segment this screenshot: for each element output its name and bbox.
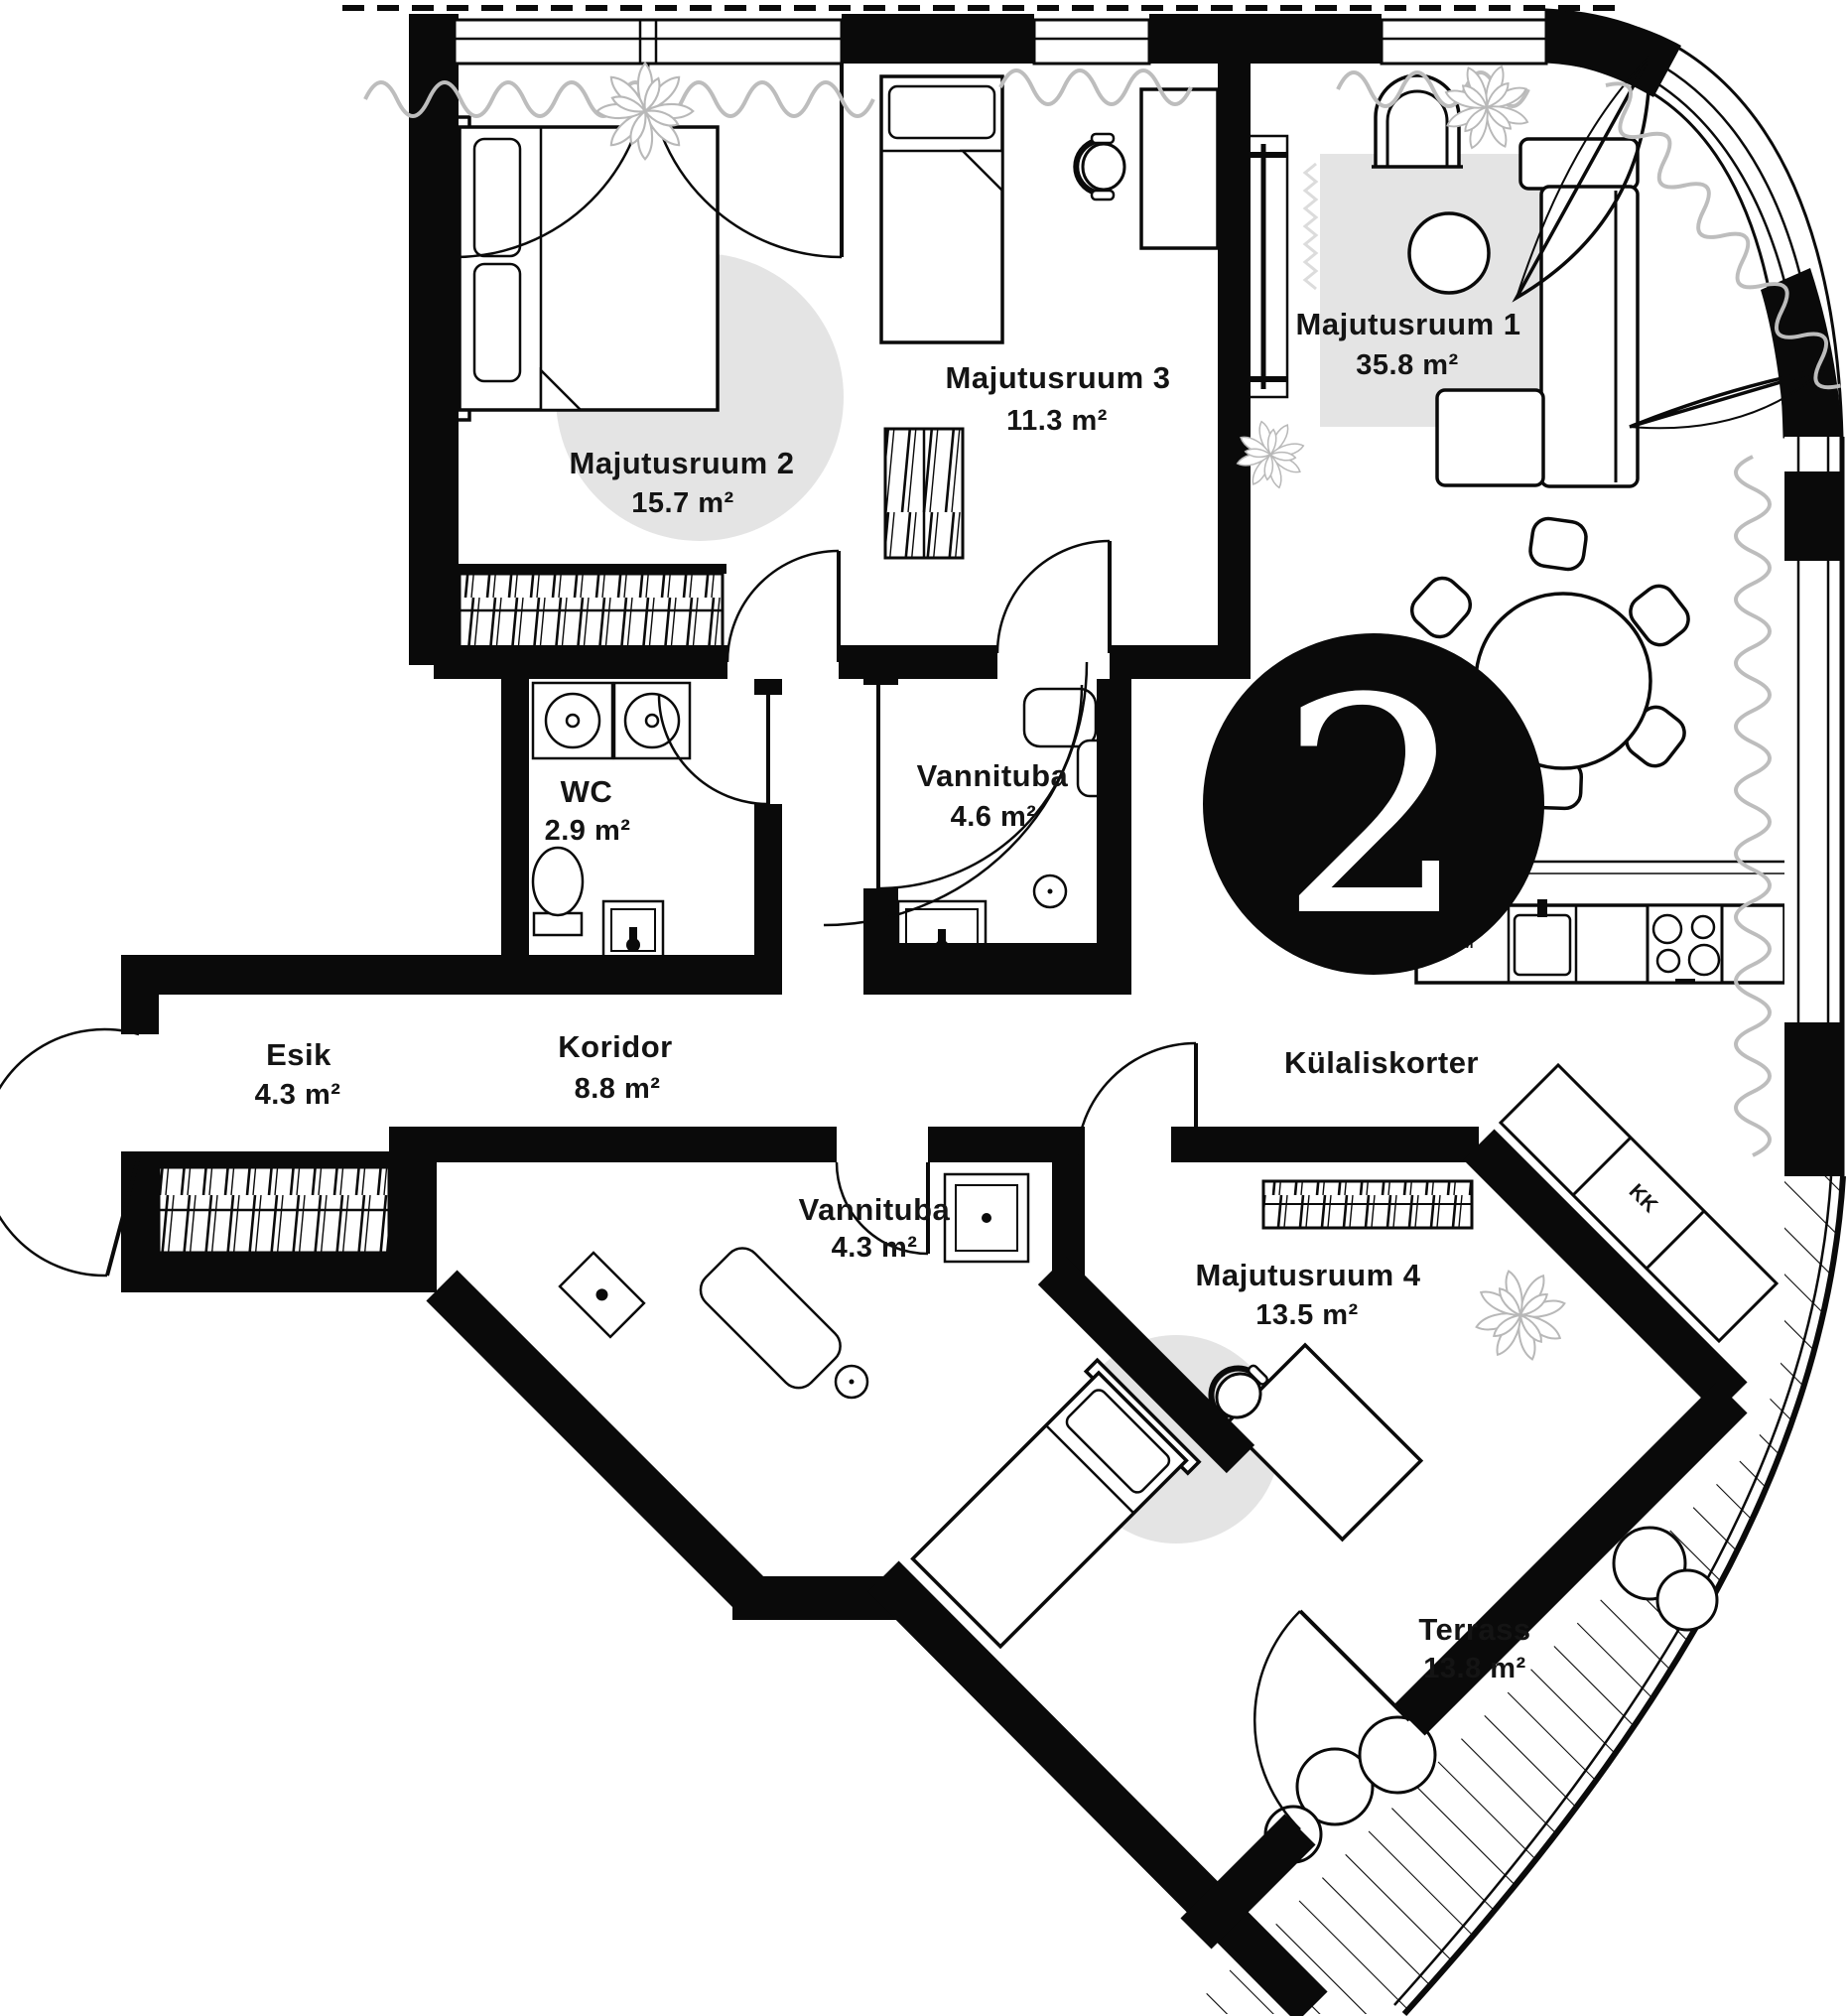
sink-icon-wc [601,899,665,961]
room-area-terrass: 13.8 m² [1423,1653,1525,1684]
right-window-band [1784,437,1845,1176]
walls [121,14,1748,2016]
room-area-esik: 4.3 m² [255,1079,341,1111]
room-label-vannituba-1: Vannituba [917,758,1069,793]
room-label-esik: Esik [266,1037,331,1072]
kitchenette-cabinet [1498,1062,1780,1344]
wardrobe-icon-esik [157,1165,391,1255]
kitchen-sink-icon [1513,899,1572,977]
door-icon-majutusruum-2 [726,549,841,663]
door-icon-kylaliskorter [1075,1041,1198,1163]
floor-drain-icon [1032,874,1068,909]
room-label-terrass: Terrass [1418,1612,1530,1647]
room-label-wc: WC [561,774,613,809]
room-area-wc: 2.9 m² [545,815,631,847]
room-label-majutusruum-3: Majutusruum 3 [946,360,1171,395]
toilet-icon-wc [531,846,585,937]
door-icon-vannituba-2 [835,1161,930,1256]
double-bed-icon [450,115,720,422]
casement-sash-icon [1629,368,1825,430]
room-label-kylaliskorter: Külaliskorter [1284,1045,1479,1080]
washbasin-icon-vannituba-2 [558,1251,646,1339]
room-label-vannituba-2: Vannituba [799,1192,951,1227]
curtain-icon [998,68,1193,106]
desk-icon-majutusruum-4 [1224,1342,1424,1543]
room-area-vannituba-1: 4.6 m² [951,801,1037,833]
floor-drain-icon [834,1364,869,1400]
labels: Majutusruum 2 15.7 m² Majutusruum 3 11.3… [255,307,1662,1684]
door-icon-hall [823,661,1089,927]
closet-icon-majutusruum-3 [883,427,965,560]
curtain-icon [1605,81,1841,390]
casement-sash-icon [1512,56,1651,303]
door-icon-majutusruum-3 [995,539,1112,654]
room-label-koridor: Koridor [558,1029,672,1064]
window-majutusruum-1 [1380,18,1548,66]
stove-icon [1646,903,1724,985]
curtain-icon [1734,455,1772,1157]
room-area-majutusruum-3: 11.3 m² [1006,405,1108,437]
unit-badge-circle [1203,633,1544,975]
wardrobe-icon-majutusruum-4 [1261,1179,1474,1230]
single-bed-icon-majutusruum-4 [910,1357,1202,1650]
casement-sash-icon [1516,56,1650,299]
room-label-majutusruum-1: Majutusruum 1 [1296,307,1521,341]
plant-icon [595,62,695,161]
wardrobe-icon-majutusruum-2 [455,564,726,649]
room-label-majutusruum-2: Majutusruum 2 [570,446,795,480]
doors [0,63,1411,1830]
terrace-door-icon [1253,1609,1411,1830]
rug-fringe [1302,162,1319,291]
door-icon-wc [657,694,770,806]
single-bed-icon-majutusruum-3 [879,74,1004,344]
window-majutusruum-2 [453,18,844,66]
side-table-icon [1407,211,1491,295]
bathtub-icon-vannituba-2 [699,1247,842,1390]
unit-badge-number: 2 [1279,635,1469,982]
room-area-majutusruum-1: 35.8 m² [1356,349,1458,381]
room-area-majutusruum-4: 13.5 m² [1255,1299,1358,1331]
windows [342,5,1845,1176]
window-majutusruum-3 [1032,18,1151,66]
washing-machines-icon [531,681,692,760]
unit-badge: 2 [1203,633,1544,982]
room-area-koridor: 8.8 m² [575,1073,661,1105]
furniture: NPM [450,73,1786,1650]
room-label-majutusruum-4: Majutusruum 4 [1196,1258,1421,1292]
entrance-door-icon [0,1027,141,1277]
desk-icon-majutusruum-3 [1139,87,1220,250]
shower-icon-vannituba-2 [943,1172,1030,1264]
kitchen-counter: NPM [1387,860,1786,985]
wardrobes [157,427,1780,1344]
room-area-majutusruum-2: 15.7 m² [631,487,733,519]
casement-sash-icon [1629,367,1825,429]
room-area-vannituba-2: 4.3 m² [832,1232,918,1264]
